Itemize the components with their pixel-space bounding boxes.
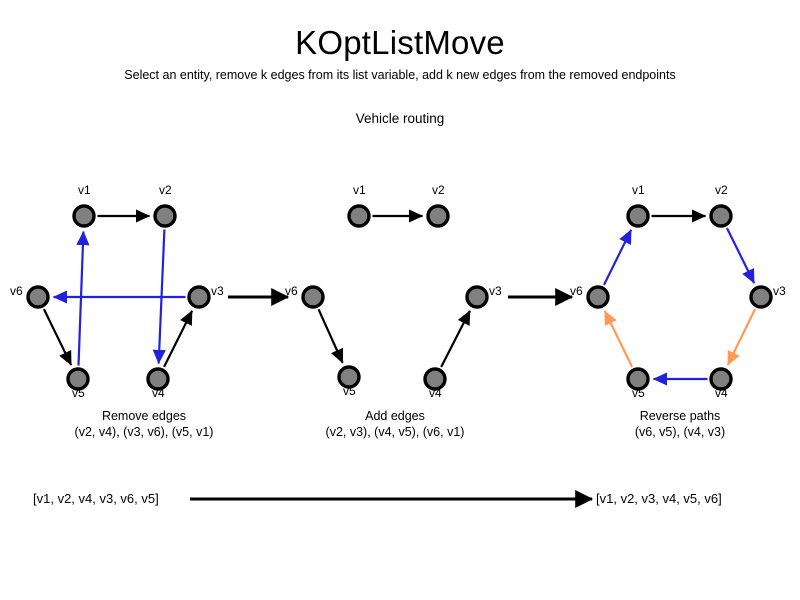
- graph-node-v3[interactable]: [465, 285, 489, 309]
- graph-node-label-v1: v1: [353, 183, 366, 197]
- graph-node-label-v6: v6: [10, 284, 23, 298]
- graph-node-label-v2: v2: [432, 183, 445, 197]
- context-label: Vehicle routing: [355, 111, 445, 126]
- graph-node-v1[interactable]: [626, 204, 650, 228]
- graph-node-label-v1: v1: [632, 183, 645, 197]
- edge-layer: [42, 209, 757, 386]
- graph-node-label-v4: v4: [715, 386, 728, 400]
- graph-node-v2[interactable]: [426, 204, 450, 228]
- page-title: KOptListMove: [295, 24, 505, 61]
- graph-node-v6[interactable]: [301, 285, 325, 309]
- list-before: [v1, v2, v4, v3, v6, v5]: [33, 491, 159, 506]
- page-subtitle: Select an entity, remove k edges from it…: [124, 68, 676, 82]
- graph-edge-v3-v4: [726, 308, 757, 366]
- graph-edge-v5-v6: [603, 310, 634, 368]
- graph-edge-v6-v5: [42, 308, 73, 366]
- panel-caption-title: Remove edges: [101, 409, 187, 423]
- graph-node-label-v1: v1: [78, 183, 91, 197]
- graph-node-label-v2: v2: [715, 183, 728, 197]
- panel-caption-reverse: Reverse paths (v6, v5), (v4, v3): [550, 408, 800, 440]
- graph-node-v6[interactable]: [586, 285, 610, 309]
- graph-node-v1[interactable]: [72, 204, 96, 228]
- graph-node-v4[interactable]: [146, 367, 170, 391]
- graph-node-label-v5: v5: [343, 384, 356, 398]
- graph-node-label-v4: v4: [152, 386, 165, 400]
- graph-edge-v4-v3: [440, 310, 471, 368]
- graph-edge-v6-v5: [317, 308, 344, 364]
- node-layer: [26, 204, 773, 391]
- graph-node-v3[interactable]: [749, 285, 773, 309]
- graph-node-v4[interactable]: [423, 367, 447, 391]
- graph-node-label-v2: v2: [159, 183, 172, 197]
- panel-caption-remove: Remove edges (v2, v4), (v3, v6), (v5, v1…: [14, 408, 274, 440]
- graph-node-v5[interactable]: [626, 367, 650, 391]
- graph-node-v2[interactable]: [153, 204, 177, 228]
- panel-caption-detail: (v6, v5), (v4, v3): [634, 425, 726, 439]
- panel-caption-detail: (v2, v3), (v4, v5), (v6, v1): [325, 425, 465, 439]
- graph-node-label-v6: v6: [570, 284, 583, 298]
- graph-node-label-v4: v4: [429, 386, 442, 400]
- graph-node-v2[interactable]: [709, 204, 733, 228]
- graph-node-v5[interactable]: [337, 365, 361, 389]
- graph-edge-v6-v1: [602, 229, 633, 286]
- graph-edge-v5-v1: [76, 230, 90, 366]
- graph-node-v3[interactable]: [187, 285, 211, 309]
- list-after: [v1, v2, v3, v4, v5, v6]: [596, 491, 722, 506]
- graph-edge-v4-v3: [163, 310, 194, 368]
- graph-node-v1[interactable]: [347, 204, 371, 228]
- graph-node-v5[interactable]: [66, 367, 90, 391]
- graph-node-v4[interactable]: [709, 367, 733, 391]
- graph-node-label-v6: v6: [285, 284, 298, 298]
- panel-caption-add: Add edges (v2, v3), (v4, v5), (v6, v1): [265, 408, 525, 440]
- graph-node-label-v3: v3: [773, 284, 786, 298]
- panel-caption-detail: (v2, v4), (v3, v6), (v5, v1): [74, 425, 214, 439]
- panel-caption-title: Add edges: [365, 409, 425, 423]
- graph-node-label-v3: v3: [211, 284, 224, 298]
- panel-caption-title: Reverse paths: [639, 409, 721, 423]
- graph-node-label-v5: v5: [632, 386, 645, 400]
- graph-node-label-v3: v3: [489, 284, 502, 298]
- flow-arrow-layer: [190, 288, 594, 508]
- graph-edge-v2-v3: [725, 227, 756, 284]
- graph-node-v6[interactable]: [26, 285, 50, 309]
- graph-node-label-v5: v5: [72, 386, 85, 400]
